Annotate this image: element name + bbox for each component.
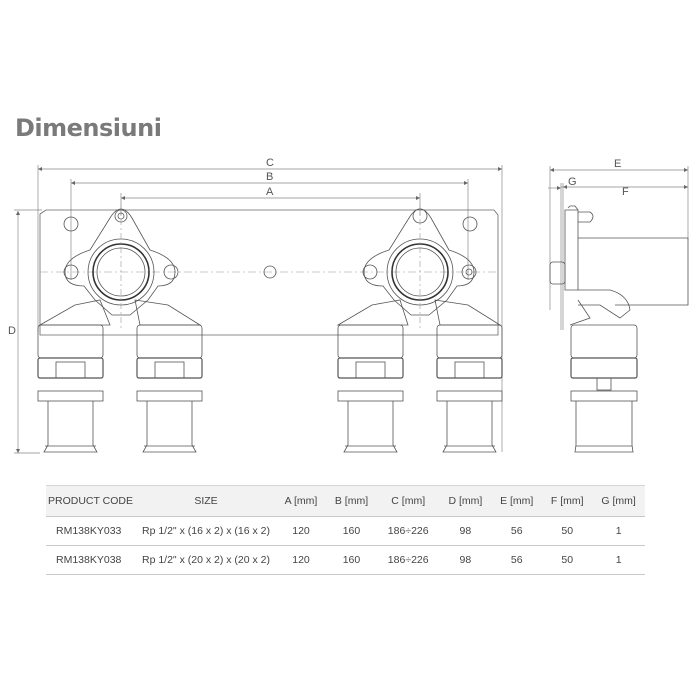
- dim-label-g: G: [568, 176, 577, 188]
- header-c: C [mm]: [376, 485, 440, 517]
- cell-b: 160: [326, 516, 377, 546]
- header-d: D [mm]: [439, 485, 492, 517]
- cell-d: 98: [439, 516, 492, 546]
- side-view: [548, 166, 689, 330]
- cell-e: 56: [491, 516, 543, 546]
- cell-e: 56: [491, 545, 543, 575]
- cell-g: 1: [592, 545, 645, 575]
- header-g: G [mm]: [592, 485, 645, 517]
- cell-b: 160: [326, 545, 377, 575]
- header-e: E [mm]: [491, 485, 543, 517]
- cell-a: 120: [276, 516, 327, 546]
- technical-drawing: C B A D: [8, 157, 689, 454]
- header-product-code: PRODUCT CODE: [46, 485, 136, 517]
- cell-a: 120: [276, 545, 327, 575]
- dim-label-c: C: [266, 157, 274, 169]
- dim-label-b: B: [266, 171, 273, 183]
- cell-d: 98: [439, 545, 492, 575]
- header-a: A [mm]: [276, 485, 327, 517]
- cell-size: Rp 1/2" x (16 x 2) x (16 x 2): [136, 516, 276, 546]
- cell-c: 186÷226: [376, 545, 440, 575]
- table-header-row: PRODUCT CODE SIZE A [mm] B [mm] C [mm] D…: [46, 485, 645, 517]
- cell-c: 186÷226: [376, 516, 440, 546]
- cell-size: Rp 1/2" x (20 x 2) x (20 x 2): [136, 545, 276, 575]
- table-row: RM138KY033 Rp 1/2" x (16 x 2) x (16 x 2)…: [46, 516, 645, 546]
- header-b: B [mm]: [326, 485, 377, 517]
- table-row: RM138KY038 Rp 1/2" x (20 x 2) x (20 x 2)…: [46, 545, 645, 575]
- page-title: Dimensiuni: [15, 114, 162, 142]
- right-fitting: [336, 205, 502, 330]
- dim-label-d: D: [8, 325, 16, 337]
- header-size: SIZE: [136, 485, 276, 517]
- header-f: F [mm]: [542, 485, 593, 517]
- cell-product-code: RM138KY038: [46, 545, 136, 575]
- dim-label-f: F: [622, 186, 629, 198]
- press-fittings: [37, 324, 638, 453]
- cell-f: 50: [542, 516, 593, 546]
- dim-label-a: A: [266, 186, 274, 198]
- dimension-lines-front: [14, 165, 503, 454]
- cell-product-code: RM138KY033: [46, 516, 136, 546]
- dim-label-e: E: [614, 158, 621, 170]
- cell-g: 1: [592, 516, 645, 546]
- dimensions-table: PRODUCT CODE SIZE A [mm] B [mm] C [mm] D…: [46, 485, 645, 575]
- cell-f: 50: [542, 545, 593, 575]
